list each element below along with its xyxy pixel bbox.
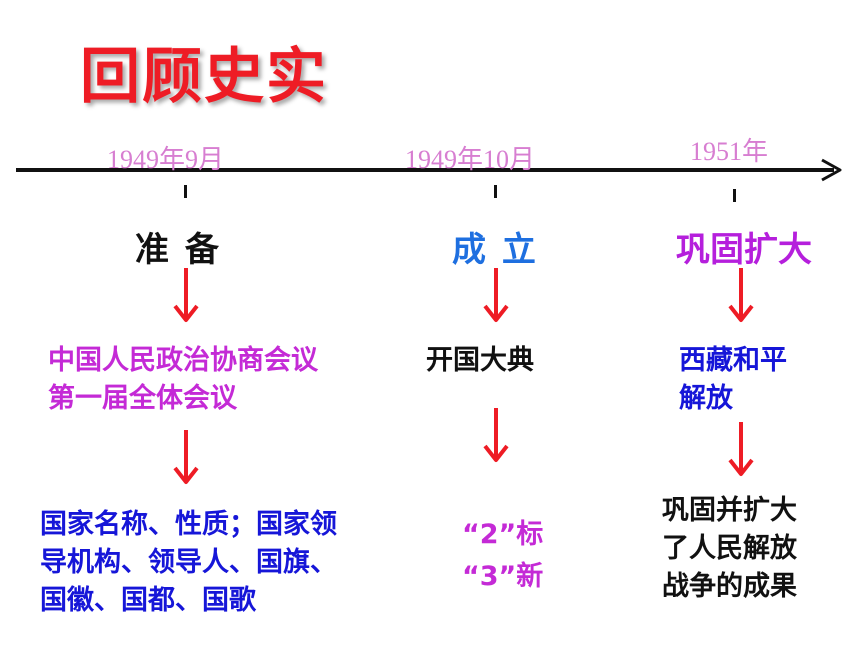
page-title: 回顾史实 — [80, 42, 328, 112]
result-line: 战争的成果 — [662, 571, 797, 602]
down-arrow-icon — [728, 268, 754, 322]
stage-label-2: 成 立 — [452, 230, 538, 270]
down-arrow-icon — [173, 430, 199, 484]
result-line: “2”标 — [462, 519, 544, 550]
date-label-2: 1949年10月 — [405, 145, 536, 174]
result-line: 巩固并扩大 — [662, 495, 797, 526]
stage-label-1: 准 备 — [135, 230, 221, 270]
event-line: 第一届全体会议 — [48, 383, 237, 414]
event-line: 中国人民政治协商会议 — [48, 345, 318, 376]
event-text-2: 开国大典 — [426, 342, 534, 380]
event-text-1: 中国人民政治协商会议 第一届全体会议 — [48, 342, 318, 418]
event-line: 解放 — [679, 383, 733, 414]
timeline-tick-3 — [733, 189, 736, 202]
down-arrow-icon — [483, 268, 509, 322]
stage-label-3: 巩固扩大 — [676, 230, 812, 270]
timeline-tick-2 — [494, 185, 497, 198]
result-text-2: “2”标 “3”新 — [462, 514, 543, 598]
result-text-1: 国家名称、性质；国家领 导机构、领导人、国旗、 国徽、国都、国歌 — [40, 506, 337, 620]
down-arrow-icon — [173, 268, 199, 322]
date-label-3: 1951年 — [690, 137, 769, 166]
result-text-3: 巩固并扩大 了人民解放 战争的成果 — [662, 492, 797, 606]
down-arrow-icon — [728, 422, 754, 476]
result-line: 了人民解放 — [662, 533, 797, 564]
down-arrow-icon — [483, 408, 509, 462]
result-line: “3”新 — [462, 561, 544, 592]
timeline-tick-1 — [184, 185, 187, 198]
event-line: 西藏和平 — [679, 345, 787, 376]
result-line: 国徽、国都、国歌 — [40, 585, 256, 616]
result-line: 导机构、领导人、国旗、 — [40, 547, 337, 578]
date-label-1: 1949年9月 — [107, 145, 225, 174]
result-line: 国家名称、性质；国家领 — [40, 509, 337, 540]
event-text-3: 西藏和平 解放 — [679, 342, 787, 418]
event-line: 开国大典 — [426, 345, 534, 376]
